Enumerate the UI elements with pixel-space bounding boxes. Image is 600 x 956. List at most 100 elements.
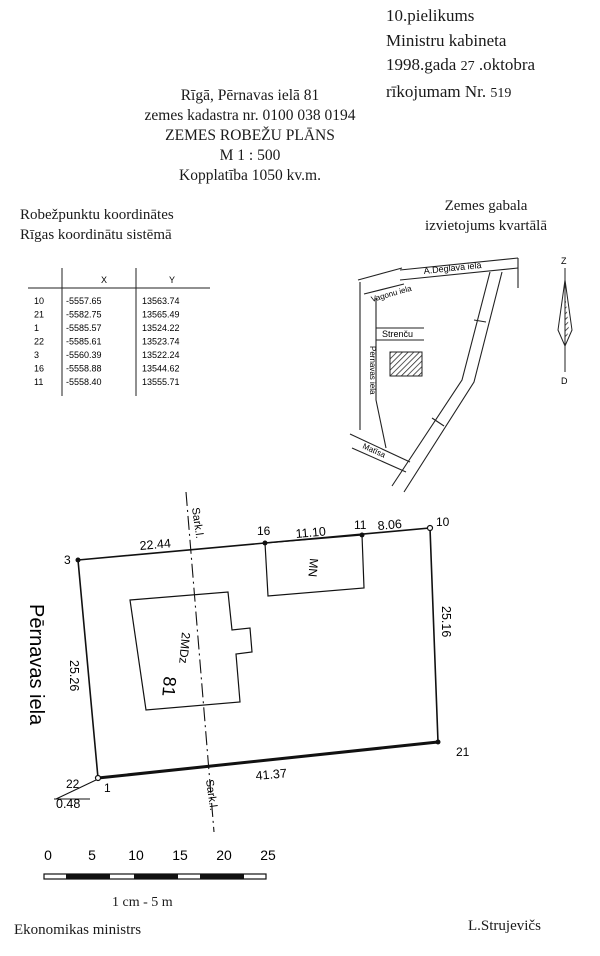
address: Rīgā, Pērnavas ielā 81 xyxy=(180,87,320,104)
cadastre-number: zemes kadastra nr. 0100 038 0194 xyxy=(144,107,356,124)
dim-top-a: 22.44 xyxy=(139,536,171,553)
street-tick xyxy=(473,319,487,323)
house-label: 2MDz xyxy=(176,632,193,664)
dim-top-b: 11.10 xyxy=(295,524,327,541)
table-cell-id: 22 xyxy=(34,337,44,347)
corner-leader xyxy=(55,779,97,800)
annex-line-1: 10.pielikums xyxy=(386,6,475,25)
table-cell-id: 10 xyxy=(34,296,44,306)
compass-north: Z xyxy=(561,256,567,266)
scale-bar-segment xyxy=(134,874,178,879)
point-label-10: 10 xyxy=(436,515,450,529)
table-cell-x: -5558.88 xyxy=(66,364,102,374)
street-edge xyxy=(403,271,503,493)
annex-line-3: 1998.gada 27 .oktobra xyxy=(386,53,535,80)
col-header-x: X xyxy=(101,275,107,285)
compass-south: D xyxy=(561,376,568,386)
boundary-point-marker xyxy=(75,557,81,563)
annex-order: rīkojumam Nr. xyxy=(386,81,491,101)
scale-tick-label: 25 xyxy=(260,847,276,863)
table-cell-x: -5585.57 xyxy=(66,323,102,333)
scale-tick-label: 5 xyxy=(88,847,96,863)
table-cell-y: 13555.71 xyxy=(142,377,180,387)
boundary-plan: Sark.l. Sark.l. 3 16 11 10 21 22 1 22.44… xyxy=(25,491,470,833)
table-cell-id: 21 xyxy=(34,310,44,320)
annex-year: 1998.gada xyxy=(386,55,461,74)
scale-tick-label: 15 xyxy=(172,847,188,863)
house-outline xyxy=(129,591,253,711)
location-map: A.Deglava iela Vagonu iela Strenču Pērna… xyxy=(349,256,573,493)
point-label-16: 16 xyxy=(257,524,271,538)
scale-tick-label: 10 xyxy=(128,847,144,863)
boundary-point-marker xyxy=(435,739,441,745)
point-label-22: 22 xyxy=(66,777,80,791)
red-line-label-top: Sark.l. xyxy=(189,507,205,540)
parcel-bottom-edge xyxy=(97,740,439,780)
boundary-point-marker xyxy=(426,524,434,532)
street-edge xyxy=(375,298,387,449)
coordinates-title-line-1: Robežpunktu koordinātes xyxy=(20,207,174,223)
location-title: Zemes gabala izvietojums kvartālā xyxy=(396,196,576,236)
dim-right: 25.16 xyxy=(439,606,453,637)
dim-top-c: 8.06 xyxy=(377,517,403,533)
scale-tick-label: 0 xyxy=(44,847,52,863)
street-edge xyxy=(357,267,403,281)
point-label-11: 11 xyxy=(354,518,367,532)
table-cell-id: 1 xyxy=(34,323,39,333)
point-label-1: 1 xyxy=(104,781,111,795)
annex-line-4: rīkojumam Nr. 519 xyxy=(386,80,535,107)
street-label-strencu: Strenču xyxy=(382,329,413,339)
parcel-marker xyxy=(389,351,423,377)
coordinates-title: Robežpunktu koordinātes Rīgas koordinātu… xyxy=(20,205,174,245)
street-label-matisa: Matīsa xyxy=(361,442,387,460)
document-title: ZEMES ROBEŽU PLĀNS xyxy=(165,127,335,144)
table-cell-id: 11 xyxy=(34,377,43,387)
red-line xyxy=(185,491,215,833)
table-cell-x: -5582.75 xyxy=(66,310,102,320)
table-cell-x: -5585.61 xyxy=(66,337,102,347)
signatory-name: L.Strujevičs xyxy=(468,918,541,934)
scale-tick-label: 20 xyxy=(216,847,232,863)
location-title-line-1: Zemes gabala xyxy=(444,198,528,214)
location-title-line-2: izvietojums kvartālā xyxy=(424,218,548,234)
street-edge xyxy=(363,283,405,295)
dim-corner: 0.48 xyxy=(56,797,80,811)
scale-tick-labels: 0 5 10 15 20 25 xyxy=(44,847,276,863)
document-header: Rīgā, Pērnavas ielā 81 zemes kadastra nr… xyxy=(0,86,500,186)
scale-bar-segment xyxy=(66,874,110,879)
table-cell-x: -5557.65 xyxy=(66,296,102,306)
annex-line-2: Ministru kabineta xyxy=(386,30,507,50)
street-edge xyxy=(399,267,519,281)
shed-label: MN xyxy=(305,558,321,578)
total-area: Kopplatība 1050 kv.m. xyxy=(179,167,321,184)
street-edge xyxy=(351,447,407,473)
street-label-deglava: A.Deglava iela xyxy=(423,260,482,276)
signatory-title: Ekonomikas ministrs xyxy=(14,922,142,938)
compass-icon xyxy=(557,268,573,372)
map-scale: M 1 : 500 xyxy=(219,147,281,164)
street-edge xyxy=(391,271,491,487)
street-tick xyxy=(431,417,445,427)
table-cell-x: -5560.39 xyxy=(66,350,102,360)
shed-outline xyxy=(264,534,365,597)
dim-bottom: 41.37 xyxy=(255,766,287,783)
col-header-y: Y xyxy=(169,275,175,285)
street-edge xyxy=(349,433,411,463)
table-cell-id: 3 xyxy=(34,350,39,360)
annex-block: 10.pielikums Ministru kabineta 1998.gada… xyxy=(386,4,535,106)
street-name: Pērnavas iela xyxy=(25,604,47,726)
table-cell-y: 13544.62 xyxy=(142,364,180,374)
table-cell-y: 13524.22 xyxy=(142,323,180,333)
street-edge xyxy=(399,257,519,271)
point-label-21: 21 xyxy=(456,745,470,759)
red-line-label-bottom: Sark.l. xyxy=(203,779,219,812)
street-label-pernavas: Pērnavas iela xyxy=(368,346,377,395)
annex-order-number: 519 xyxy=(490,85,512,101)
scale-caption: 1 cm - 5 m xyxy=(112,895,173,910)
annex-month: .oktobra xyxy=(474,55,536,74)
table-cell-y: 13523.74 xyxy=(142,337,180,347)
scale-bar: 0 5 10 15 20 25 xyxy=(43,847,276,880)
parcel-boundary xyxy=(77,527,439,779)
